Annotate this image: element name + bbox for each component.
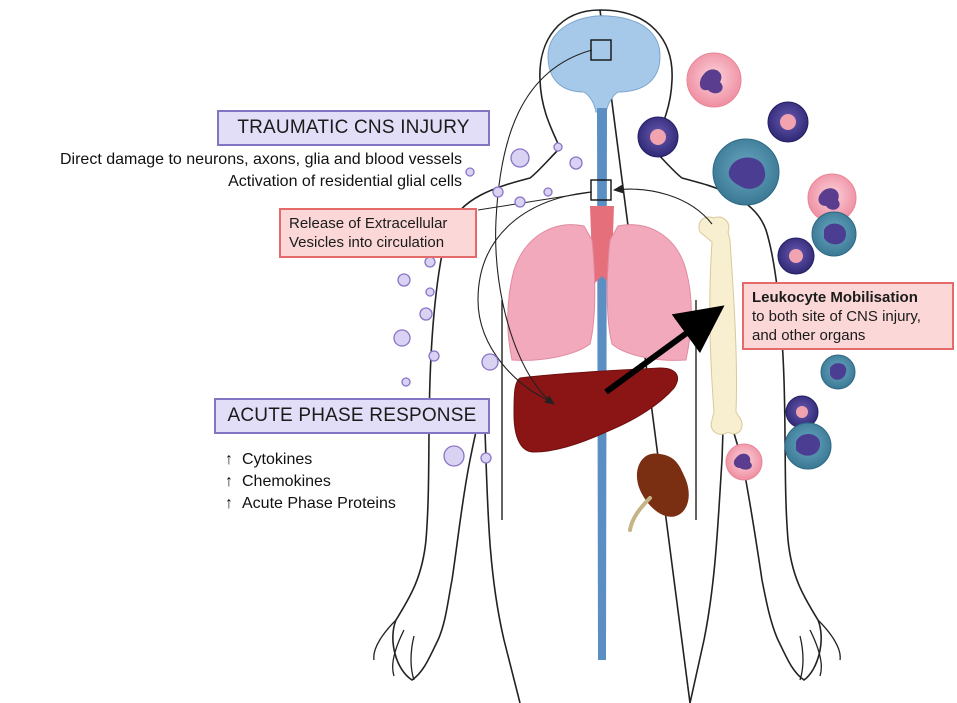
vesicle: [492, 186, 504, 198]
up-arrow-icon: ↑: [225, 495, 233, 512]
injury-description: Direct damage to neurons, axons, glia an…: [0, 149, 462, 193]
acute-phase-list: ↑ Cytokines ↑ Chemokines ↑ Acute Phase Prot…: [222, 449, 462, 515]
vesicle: [428, 350, 440, 362]
leukocyte-title: Leukocyte Mobilisation: [752, 289, 918, 306]
leukocytes: [637, 52, 857, 481]
bone: [698, 216, 743, 435]
lymphocyte-cell: [785, 395, 819, 429]
extracellular-vesicles-box: Release of Extracellular Vesicles into c…: [279, 208, 477, 258]
chemokines-text: Chemokines: [242, 473, 331, 490]
vesicle: [419, 307, 433, 321]
vesicles: [393, 142, 583, 467]
vesicle: [543, 187, 553, 197]
liver-to-bone-arrow: [604, 305, 725, 395]
vesicle: [425, 287, 435, 297]
cytokines-item: ↑ Cytokines: [222, 449, 462, 471]
monocyte-cell: [712, 138, 780, 206]
monocyte-cell: [811, 211, 857, 257]
vesicle: [424, 256, 436, 268]
neutrophil-cell: [686, 52, 742, 108]
vesicle: [401, 377, 411, 387]
leukocyte-line-3: and other organs: [752, 327, 866, 344]
vesicle: [443, 445, 465, 467]
lung-left: [507, 224, 596, 361]
neutrophil-cell: [807, 173, 857, 223]
release-connector: [477, 191, 593, 211]
acute-phase-proteins-item: ↑ Acute Phase Proteins: [222, 493, 462, 515]
ureter: [628, 496, 652, 532]
monocyte-cell: [820, 354, 856, 390]
lymphocyte-cell: [777, 237, 815, 275]
direct-damage-text: Direct damage to neurons, axons, glia an…: [59, 151, 462, 168]
bone-to-spine-arrow: [612, 184, 713, 225]
leukocyte-mobilisation-box: Leukocyte Mobilisation to both site of C…: [742, 282, 954, 350]
traumatic-cns-injury-label: TRAUMATIC CNS INJURY: [237, 117, 470, 138]
monocyte-cell: [784, 422, 832, 470]
brain-to-liver-arrow: [495, 49, 593, 405]
cytokines-text: Cytokines: [242, 451, 313, 468]
up-arrow-icon: ↑: [225, 451, 233, 468]
acute-phase-response-box: ACUTE PHASE RESPONSE: [214, 398, 490, 434]
liver: [513, 367, 678, 453]
vesicle: [465, 167, 475, 177]
release-line-2: Vesicles into circulation: [289, 234, 445, 251]
vesicle: [480, 452, 492, 464]
lymphocyte-cell: [767, 101, 809, 143]
lymphocyte-cell: [637, 116, 679, 158]
hand-right: [799, 619, 841, 681]
acute-phase-response-label: ACUTE PHASE RESPONSE: [227, 405, 477, 426]
acute-phase-proteins-text: Acute Phase Proteins: [242, 495, 396, 512]
brain: [547, 15, 661, 113]
neutrophil-cell: [725, 443, 763, 481]
vesicle: [514, 196, 526, 208]
release-line-1: Release of Extracellular: [289, 215, 448, 232]
hand-left: [373, 619, 415, 681]
vesicle: [510, 148, 530, 168]
vesicle: [397, 273, 411, 287]
up-arrow-icon: ↑: [225, 473, 233, 490]
traumatic-cns-injury-box: TRAUMATIC CNS INJURY: [217, 110, 490, 146]
lung-right: [606, 224, 692, 361]
kidney: [636, 453, 689, 517]
vesicle: [569, 156, 583, 170]
glial-activation-text: Activation of residential glial cells: [228, 173, 462, 190]
vesicle: [553, 142, 563, 152]
vesicle: [481, 353, 499, 371]
spine-to-liver-arrow: [477, 191, 591, 401]
leukocyte-line-2: to both site of CNS injury,: [752, 308, 921, 325]
spine-focus-box: [590, 179, 612, 201]
vesicle: [393, 329, 411, 347]
chemokines-item: ↑ Chemokines: [222, 471, 462, 493]
